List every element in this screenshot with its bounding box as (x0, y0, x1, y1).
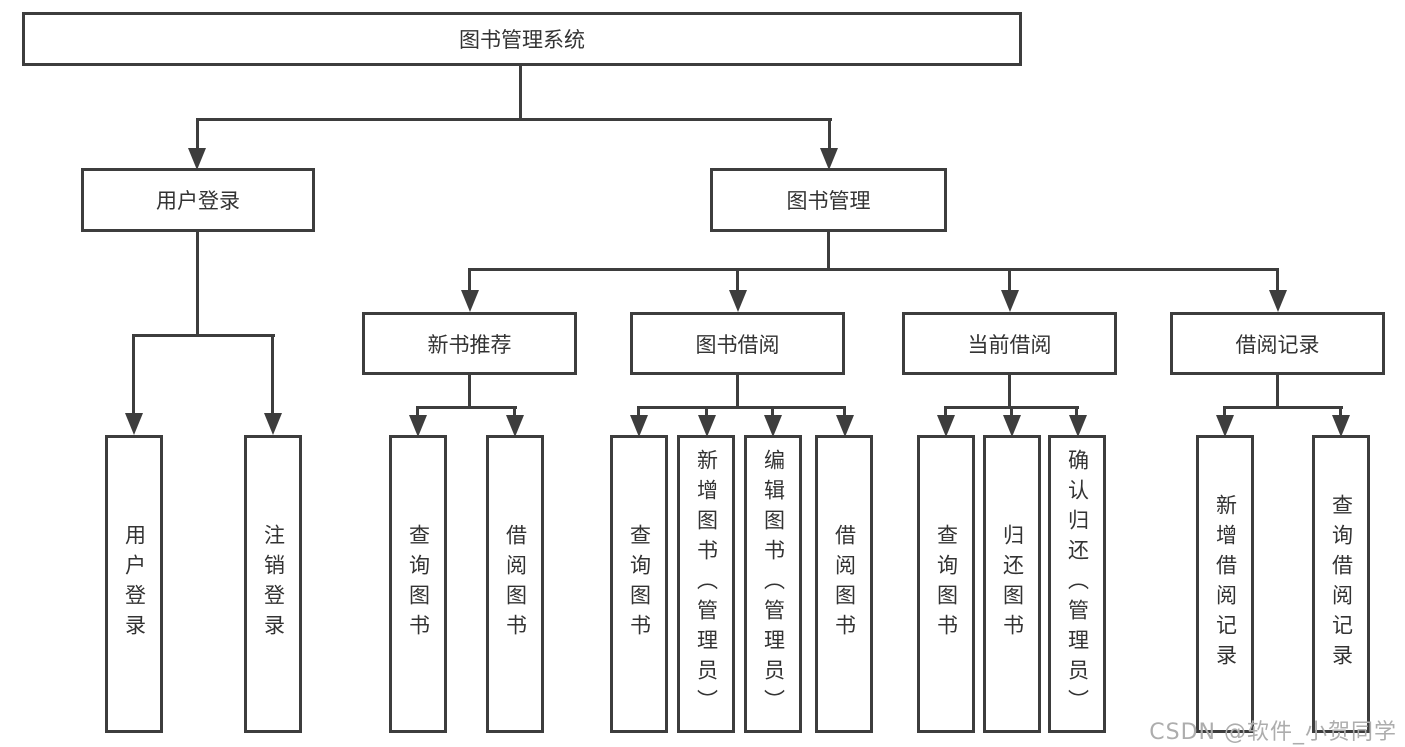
leaf-record-add: 新增借阅记录 (1196, 435, 1254, 733)
connector-line (637, 406, 640, 417)
leaf-borrow-query: 查询图书 (610, 435, 668, 733)
leaf-newbook-borrow-label: 借阅图书 (503, 524, 528, 644)
connector-line (828, 118, 831, 150)
arrowhead-down-icon (188, 148, 206, 170)
leaf-newbook-borrow: 借阅图书 (486, 435, 544, 733)
connector-line (1010, 406, 1013, 417)
leaf-borrow-add-admin-label: 新增图书（管理员） (694, 449, 719, 719)
node-root: 图书管理系统 (22, 12, 1022, 66)
leaf-current-return-label: 归还图书 (1000, 524, 1025, 644)
leaf-borrow-edit-admin-label: 编辑图书（管理员） (761, 449, 786, 719)
node-book-borrow: 图书借阅 (630, 312, 845, 375)
leaf-record-add-label: 新增借阅记录 (1213, 494, 1238, 674)
arrowhead-down-icon (836, 415, 854, 437)
leaf-borrow-book: 借阅图书 (815, 435, 873, 733)
connector-line (1223, 406, 1343, 409)
leaf-current-confirm-admin: 确认归还（管理员） (1048, 435, 1106, 733)
node-borrow-record-label: 借阅记录 (1235, 332, 1320, 357)
connector-line (468, 375, 471, 408)
connector-line (637, 406, 846, 409)
connector-line (944, 406, 947, 417)
arrowhead-down-icon (409, 415, 427, 437)
arrowhead-down-icon (698, 415, 716, 437)
arrowhead-down-icon (125, 413, 143, 435)
node-root-label: 图书管理系统 (459, 28, 585, 52)
arrowhead-down-icon (764, 415, 782, 437)
connector-line (1075, 406, 1078, 417)
leaf-user-login-label: 用户登录 (122, 524, 147, 644)
node-user-login-label: 用户登录 (156, 189, 240, 213)
arrowhead-down-icon (1003, 415, 1021, 437)
connector-line (468, 268, 1279, 271)
node-current-borrow-label: 当前借阅 (967, 332, 1052, 357)
arrowhead-down-icon (937, 415, 955, 437)
arrowhead-down-icon (820, 148, 838, 170)
leaf-record-query-label: 查询借阅记录 (1329, 494, 1354, 674)
connector-line (1339, 406, 1342, 417)
leaf-borrow-edit-admin: 编辑图书（管理员） (744, 435, 802, 733)
connector-line (736, 375, 739, 408)
connector-line (705, 406, 708, 417)
connector-line (271, 334, 274, 415)
connector-line (196, 232, 199, 336)
connector-line (771, 406, 774, 417)
connector-line (132, 334, 135, 415)
connector-line (1276, 268, 1279, 293)
leaf-current-return: 归还图书 (983, 435, 1041, 733)
node-new-book-recommend-label: 新书推荐 (427, 332, 512, 357)
leaf-logout-label: 注销登录 (261, 524, 286, 644)
node-current-borrow: 当前借阅 (902, 312, 1117, 375)
leaf-current-query: 查询图书 (917, 435, 975, 733)
arrowhead-down-icon (1216, 415, 1234, 437)
arrowhead-down-icon (506, 415, 524, 437)
arrowhead-down-icon (630, 415, 648, 437)
node-borrow-record: 借阅记录 (1170, 312, 1385, 375)
connector-line (1008, 268, 1011, 293)
arrowhead-down-icon (461, 290, 479, 312)
connector-line (196, 118, 199, 150)
arrowhead-down-icon (729, 290, 747, 312)
connector-line (519, 66, 522, 121)
arrowhead-down-icon (1332, 415, 1350, 437)
node-user-login: 用户登录 (81, 168, 315, 232)
connector-line (827, 232, 830, 271)
arrowhead-down-icon (1001, 290, 1019, 312)
leaf-newbook-query-label: 查询图书 (406, 524, 431, 644)
arrowhead-down-icon (1069, 415, 1087, 437)
connector-line (843, 406, 846, 417)
connector-line (468, 268, 471, 293)
node-book-management: 图书管理 (710, 168, 947, 232)
connector-line (1276, 375, 1279, 408)
connector-line (513, 406, 516, 417)
leaf-record-query: 查询借阅记录 (1312, 435, 1370, 733)
leaf-borrow-book-label: 借阅图书 (832, 524, 857, 644)
arrowhead-down-icon (1269, 290, 1287, 312)
leaf-user-login: 用户登录 (105, 435, 163, 733)
watermark: CSDN @软件_小贺同学 (1149, 720, 1397, 745)
leaf-logout: 注销登录 (244, 435, 302, 733)
connector-line (132, 334, 275, 337)
connector-line (736, 268, 739, 293)
connector-line (416, 406, 419, 417)
node-book-borrow-label: 图书借阅 (695, 332, 780, 357)
leaf-current-confirm-admin-label: 确认归还（管理员） (1065, 449, 1090, 719)
node-new-book-recommend: 新书推荐 (362, 312, 577, 375)
connector-line (416, 406, 517, 409)
leaf-borrow-add-admin: 新增图书（管理员） (677, 435, 735, 733)
connector-line (1008, 375, 1011, 408)
arrowhead-down-icon (264, 413, 282, 435)
leaf-borrow-query-label: 查询图书 (627, 524, 652, 644)
leaf-newbook-query: 查询图书 (389, 435, 447, 733)
connector-line (1223, 406, 1226, 417)
connector-line (196, 118, 832, 121)
leaf-current-query-label: 查询图书 (934, 524, 959, 644)
node-book-management-label: 图书管理 (786, 189, 871, 213)
